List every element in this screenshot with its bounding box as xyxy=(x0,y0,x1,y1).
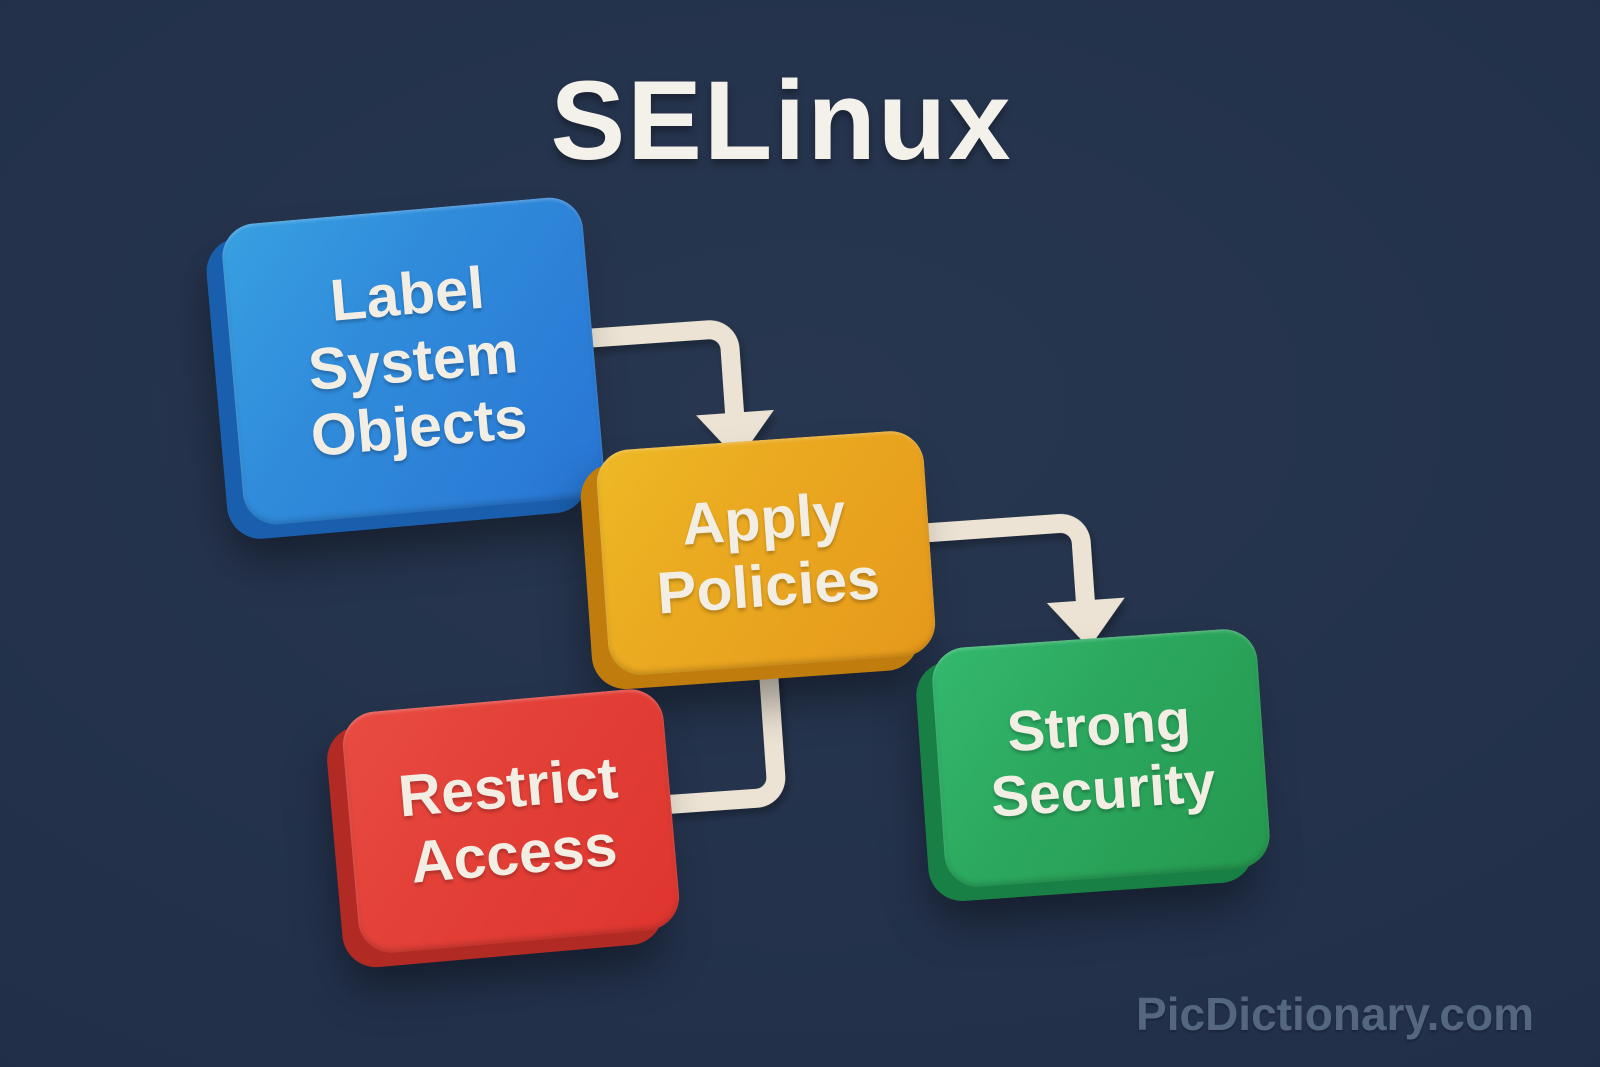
node-apply-policies: Apply Policies xyxy=(578,428,938,692)
node-front-face: Restrict Access xyxy=(340,686,682,956)
connector-apply-to-strong xyxy=(912,511,1129,651)
node-front-face: Strong Security xyxy=(930,626,1272,890)
node-restrict-access: Restrict Access xyxy=(324,686,682,971)
node-front-face: Apply Policies xyxy=(594,428,938,678)
node-front-face: Label System Objects xyxy=(219,194,607,528)
page-title: SELinux xyxy=(550,58,1013,183)
watermark: PicDictionary.com xyxy=(1136,988,1534,1040)
node-label-line: Apply xyxy=(679,480,848,559)
connector-pipe xyxy=(912,511,1095,615)
node-strong-security: Strong Security xyxy=(913,626,1272,904)
node-label-line: Policies xyxy=(654,545,882,627)
node-label-system-objects: Label System Objects xyxy=(203,194,607,542)
